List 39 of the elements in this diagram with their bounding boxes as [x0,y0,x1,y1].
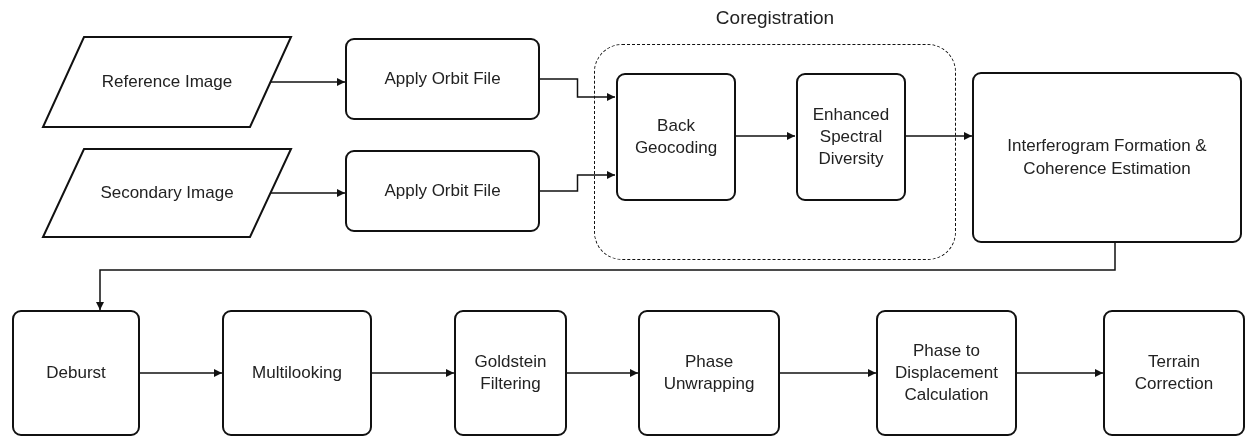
process-box [345,38,540,120]
process-box [616,73,736,201]
arrow [539,78,616,101]
process-box [345,150,540,232]
input-parallelogram [42,148,292,238]
arrow [1016,369,1104,377]
process-box [12,310,140,436]
node-label: Multilooking [251,361,343,384]
arrow [96,242,1116,311]
node-label: Apply Orbit File [383,179,502,202]
input-parallelogram [42,36,292,128]
process-box [454,310,567,436]
group-title: Coregistration [714,7,836,29]
node-label: Interferogram Formation & Coherence Estimation [1006,135,1208,180]
arrow [779,369,877,377]
node-label: Phase Unwrapping [662,350,756,395]
process-box [638,310,780,436]
process-box [876,310,1017,436]
process-box [222,310,372,436]
process-box [972,72,1242,243]
arrow [904,132,973,140]
arrow [270,78,346,86]
node-label: Deburst [45,361,107,384]
arrow [539,171,616,192]
process-box [1103,310,1245,436]
node-label: Apply Orbit File [383,67,502,90]
arrow [139,369,223,377]
arrow [734,132,796,140]
process-box [796,73,906,201]
node-label: Secondary Image [99,181,235,204]
arrow [371,369,455,377]
node-label: Phase to Displacement Calculation [894,339,999,407]
arrow [566,369,639,377]
node-label: Terrain Correction [1133,350,1215,395]
node-label: Enhanced Spectral Diversity [811,103,891,171]
arrow [270,189,346,197]
node-label: Back Geocoding [633,114,719,159]
node-label: Reference Image [100,70,234,93]
node-label: Goldstein Filtering [473,350,548,395]
